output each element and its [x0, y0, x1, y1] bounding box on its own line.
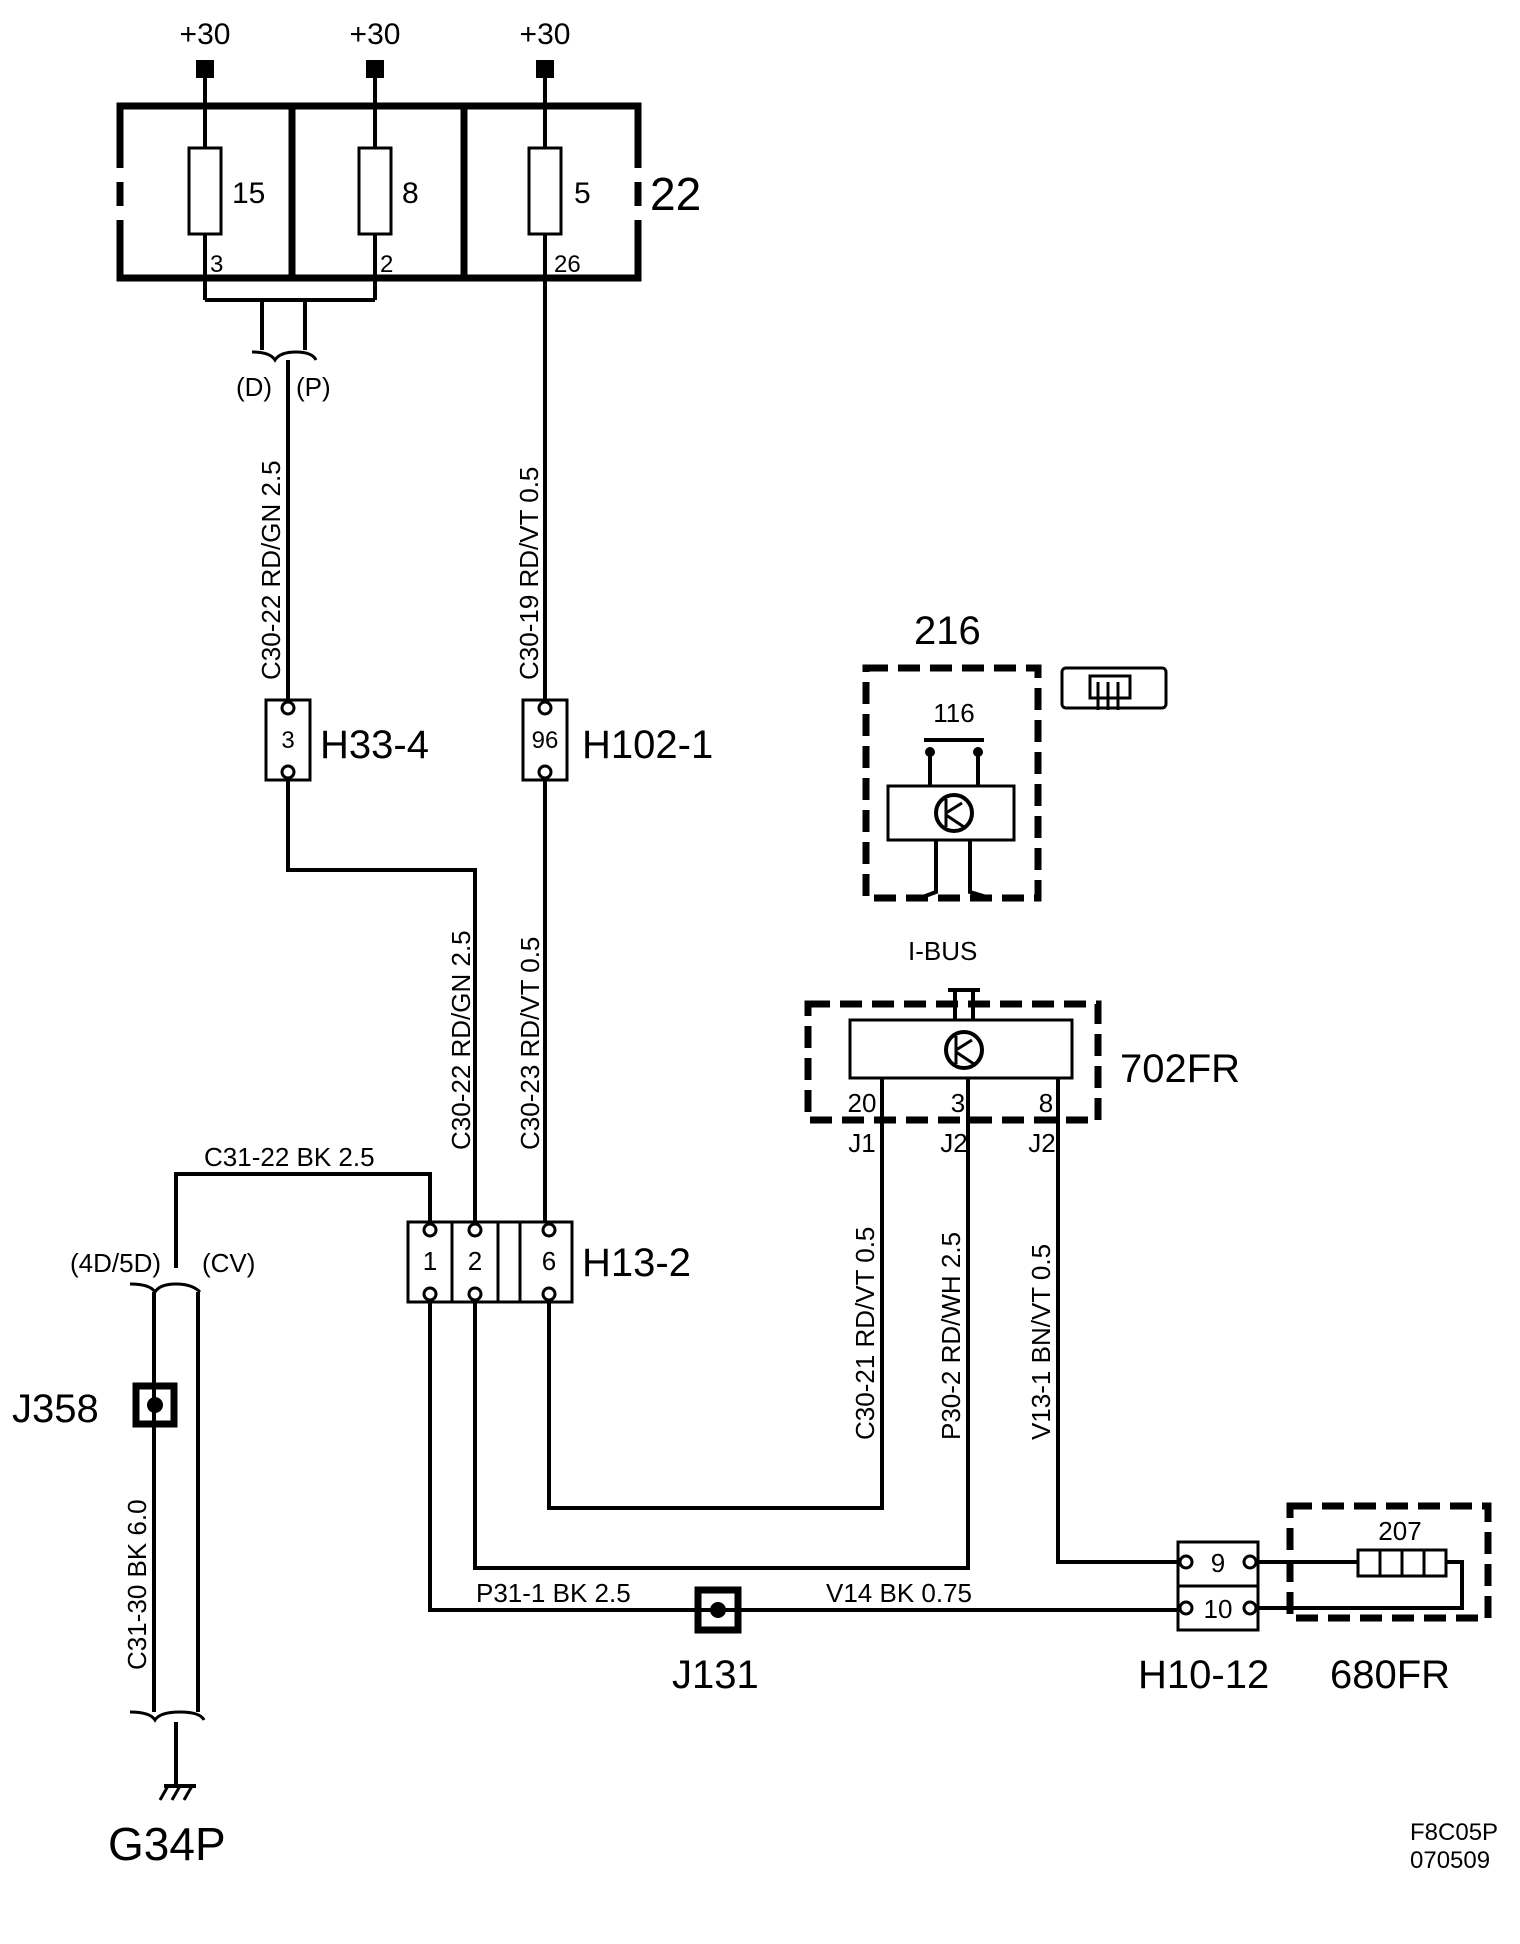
wire-c30-21: C30-21 RD/VT 0.5 — [850, 1227, 880, 1440]
variant-4d5d: (4D/5D) — [70, 1248, 161, 1278]
supply-terminal-3: +30 — [520, 18, 571, 78]
variant-split-4d-cv: (4D/5D) (CV) — [70, 1248, 255, 1712]
fuse-2: 8 2 — [357, 78, 419, 300]
wire-c30-23: C30-23 RD/VT 0.5 — [515, 937, 545, 1150]
h13-2-pin-2: 2 — [468, 1246, 482, 1276]
j131-label: J131 — [672, 1653, 759, 1697]
702fr-block-j2a: J2 — [940, 1128, 967, 1158]
h10-12-label: H10-12 — [1138, 1653, 1269, 1697]
702fr-pin-3: 3 — [951, 1088, 965, 1118]
fuse-1: 15 3 — [187, 78, 265, 300]
footer-date: 070509 — [1410, 1847, 1490, 1874]
fuse-box-id: 22 — [650, 168, 701, 220]
variant-p: (P) — [296, 372, 331, 402]
module-702fr: 20 3 8 J1 J2 J2 702FR — [804, 988, 1240, 1158]
702fr-block-j2b: J2 — [1028, 1128, 1055, 1158]
wire-p30-2: P30-2 RD/WH 2.5 — [936, 1232, 966, 1440]
supply-label-3: +30 — [520, 18, 571, 51]
wire-c30-19: C30-19 RD/VT 0.5 — [514, 467, 544, 680]
footer-code: F8C05P — [1410, 1819, 1498, 1846]
wire-c30-22-lower: C30-22 RD/GN 2.5 — [446, 930, 476, 1150]
variant-cv: (CV) — [202, 1248, 255, 1278]
fuse-2-rating: 8 — [402, 177, 419, 210]
wire-p31-1: P31-1 BK 2.5 — [476, 1578, 631, 1608]
module-216: 216 116 I-BUS — [862, 609, 1042, 966]
connector-h13-2: 1 2 6 H13-2 — [406, 1220, 691, 1304]
j358-label: J358 — [12, 1387, 99, 1431]
fuse-3-pin: 26 — [554, 251, 581, 278]
h10-12-pin-9: 9 — [1211, 1548, 1225, 1578]
i-bus-label: I-BUS — [908, 936, 977, 966]
216-inner-label: 116 — [933, 698, 974, 728]
wire-v13-1: V13-1 BN/VT 0.5 — [1026, 1244, 1056, 1440]
wire-c30-22-upper: C30-22 RD/GN 2.5 — [256, 460, 286, 680]
h33-4-pin: 3 — [281, 727, 294, 754]
supply-label-1: +30 — [180, 18, 231, 51]
h13-2-pin-1: 1 — [423, 1246, 437, 1276]
supply-label-2: +30 — [350, 18, 401, 51]
variant-split-dp: (D) (P) — [205, 298, 375, 700]
variant-d: (D) — [236, 372, 272, 402]
connector-h10-12: 9 10 H10-12 — [1138, 1540, 1269, 1697]
wire-c31-22: C31-22 BK 2.5 — [204, 1142, 375, 1172]
h102-1-pin: 96 — [532, 727, 559, 754]
h13-2-pin-6: 6 — [542, 1246, 556, 1276]
h33-4-label: H33-4 — [320, 723, 429, 767]
wire-v14: V14 BK 0.75 — [826, 1578, 972, 1608]
supply-terminal-2: +30 — [350, 18, 401, 78]
component-680fr: 207 680FR — [1256, 1502, 1492, 1697]
connector-icon — [1060, 666, 1168, 710]
fuse-1-rating: 15 — [232, 177, 265, 210]
connector-h33-4: 3 H33-4 — [264, 698, 429, 782]
702fr-block-j1: J1 — [848, 1128, 875, 1158]
fuse-3-rating: 5 — [574, 177, 591, 210]
702fr-label: 702FR — [1120, 1047, 1240, 1091]
216-label: 216 — [914, 609, 981, 653]
supply-terminal-1: +30 — [180, 18, 231, 78]
ground-label: G34P — [108, 1818, 226, 1870]
680fr-inner-label: 207 — [1378, 1516, 1421, 1546]
splice-j358: J358 — [12, 1382, 178, 1431]
fuse-box: 22 15 3 8 2 5 26 — [112, 78, 701, 700]
680fr-label: 680FR — [1330, 1653, 1450, 1697]
fuse-3: 5 26 — [527, 78, 591, 700]
fuse-2-pin: 2 — [380, 251, 393, 278]
h10-12-pin-10: 10 — [1204, 1594, 1233, 1624]
ground-g34p: G34P — [108, 1710, 226, 1870]
h102-1-label: H102-1 — [582, 723, 713, 767]
wire-c31-30: C31-30 BK 6.0 — [122, 1499, 152, 1670]
connector-h102-1: 96 H102-1 — [521, 698, 713, 782]
h13-2-label: H13-2 — [582, 1241, 691, 1285]
fuse-1-pin: 3 — [210, 251, 223, 278]
702fr-pin-8: 8 — [1039, 1088, 1053, 1118]
702fr-pin-20: 20 — [848, 1088, 877, 1118]
splice-j131: J131 — [672, 1586, 759, 1697]
